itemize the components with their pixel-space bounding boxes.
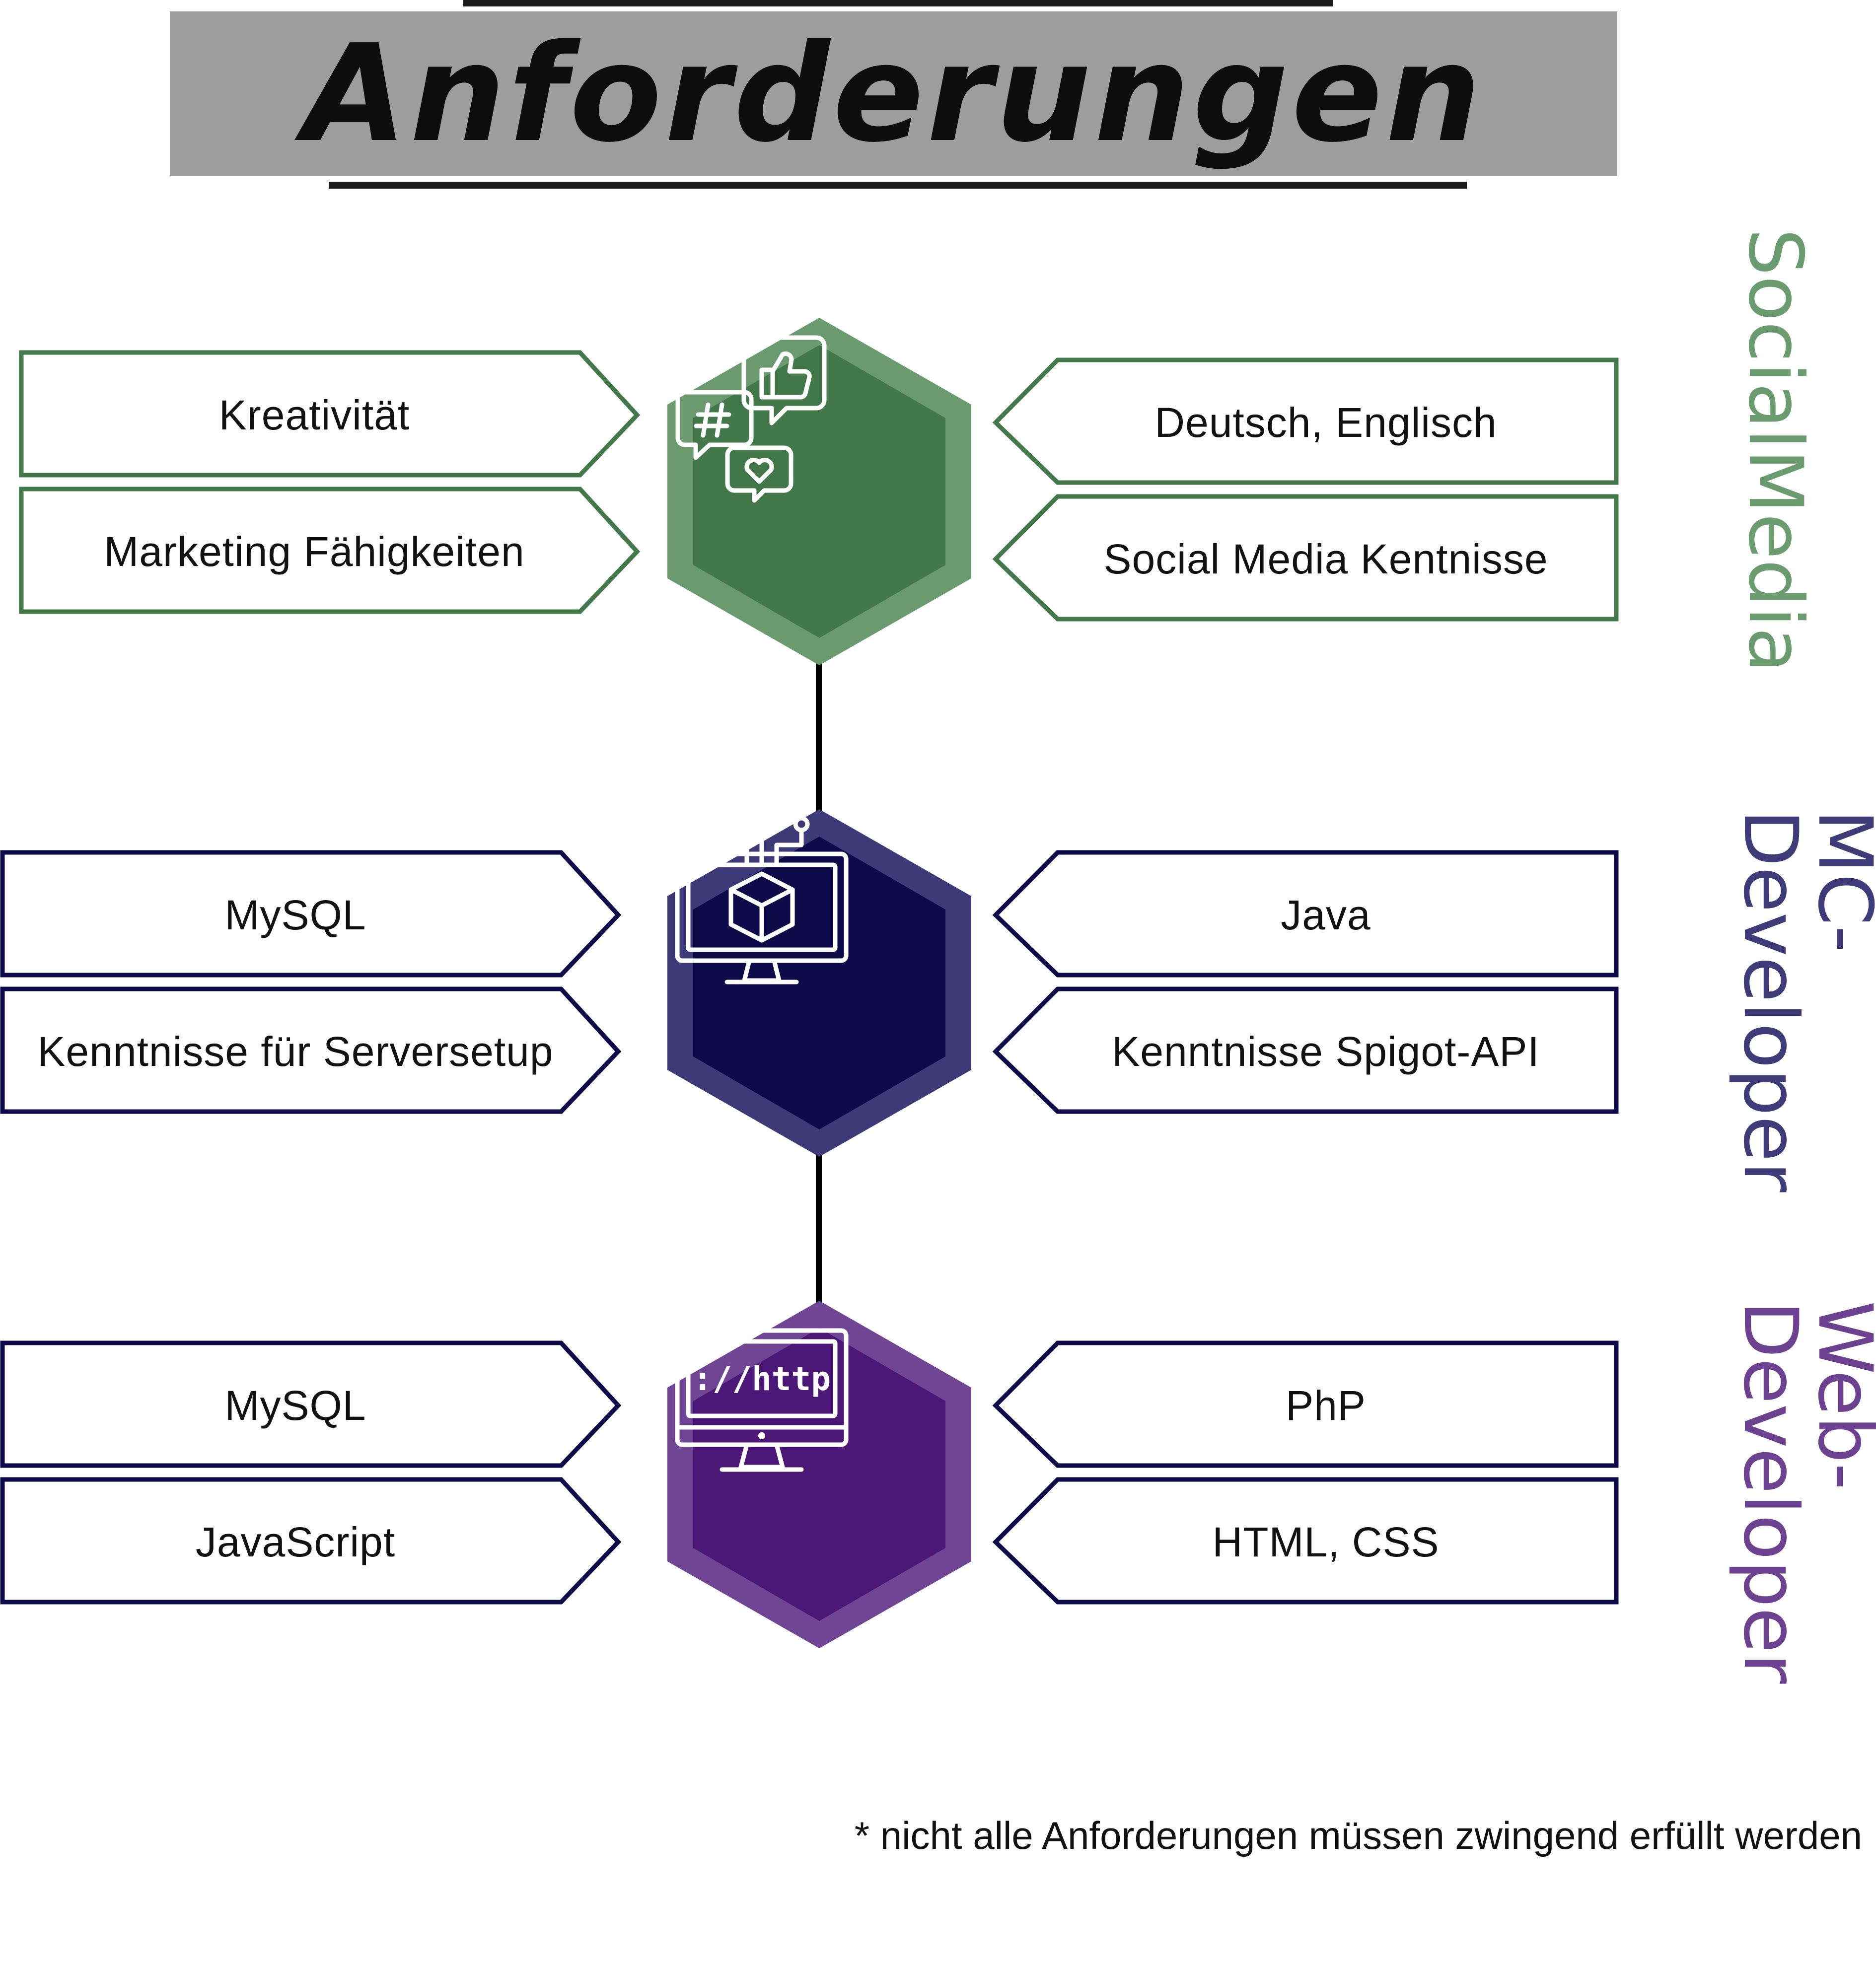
social-left-tag-1: Kreativität [19, 350, 652, 480]
hex-inner [693, 837, 945, 1129]
web-section-label: Web- Developer [1727, 1301, 1876, 1684]
social-right-tag-1: Deutsch, Englisch [986, 357, 1619, 488]
mc-right-tag-2: Kenntnisse Spigot-API [986, 986, 1619, 1117]
tag-outline [992, 986, 1619, 1114]
hex-inner [693, 1328, 945, 1621]
mc-section-label: MC- Developer [1727, 809, 1876, 1193]
web-left-tag-1: MySQL [0, 1340, 633, 1471]
web-left-tag-2: JavaScript [0, 1477, 633, 1607]
mc-right-tag-2-label: Kenntnisse Spigot-API [1112, 1028, 1540, 1075]
social-hexagon [667, 318, 971, 665]
hex-inner [693, 345, 945, 638]
social-right-tag-2-label: Social Media Kentnisse [1103, 535, 1548, 582]
mc-left-tag-1-label: MySQL [224, 891, 366, 938]
web-right-tag-2-label: HTML, CSS [1212, 1518, 1440, 1565]
social-left-tag-2-label: Marketing Fähigkeiten [104, 528, 525, 575]
title-rule-bottom [329, 182, 1467, 189]
title-bar [170, 11, 1617, 176]
social-left-tag-1-label: Kreativität [218, 391, 410, 438]
social-left-tag-2: Marketing Fähigkeiten [19, 487, 652, 617]
tag-outline [992, 1477, 1619, 1605]
web-left-tag-1-label: MySQL [224, 1382, 366, 1429]
tag-outline [0, 1340, 622, 1468]
mc-left-tag-1: MySQL [0, 850, 633, 980]
monitor-http-icon: ://http [675, 1328, 849, 1472]
connector-bottom [816, 1137, 822, 1316]
tag-outline [19, 350, 641, 478]
web-right-tag-1: PhP [986, 1340, 1619, 1471]
tag-outline [992, 494, 1619, 622]
social-media-chat-icon [675, 335, 827, 503]
title-rule-top [463, 0, 1333, 6]
monitor-cube-icon [675, 816, 849, 984]
social-section-label: SocialMedia [1732, 228, 1818, 673]
connector-top [816, 626, 822, 824]
social-right-tag-2: Social Media Kentnisse [986, 494, 1619, 624]
footnote: * nicht alle Anforderungen müssen zwinge… [854, 1814, 1862, 1857]
mc-right-tag-1-label: Java [1281, 891, 1371, 938]
http-text: ://http [693, 1360, 831, 1398]
tag-outline [992, 1340, 1619, 1468]
mc-hexagon [667, 809, 971, 1157]
web-hexagon: ://http [667, 1301, 971, 1648]
tag-outline [992, 357, 1619, 485]
web-right-tag-2: HTML, CSS [986, 1477, 1619, 1607]
mc-left-tag-2-label: Kenntnisse für Serversetup [37, 1028, 554, 1075]
web-left-tag-2-label: JavaScript [195, 1518, 396, 1565]
web-right-tag-1-label: PhP [1286, 1382, 1366, 1429]
tag-outline [992, 850, 1619, 978]
tag-outline [0, 986, 622, 1114]
tag-outline [0, 1477, 622, 1605]
mc-right-tag-1: Java [986, 850, 1619, 980]
tag-outline [0, 850, 622, 978]
social-right-tag-1-label: Deutsch, Englisch [1154, 399, 1497, 446]
mc-left-tag-2: Kenntnisse für Serversetup [0, 986, 633, 1117]
page-title: Anforderungen [303, 15, 1484, 172]
tag-outline [19, 487, 641, 614]
